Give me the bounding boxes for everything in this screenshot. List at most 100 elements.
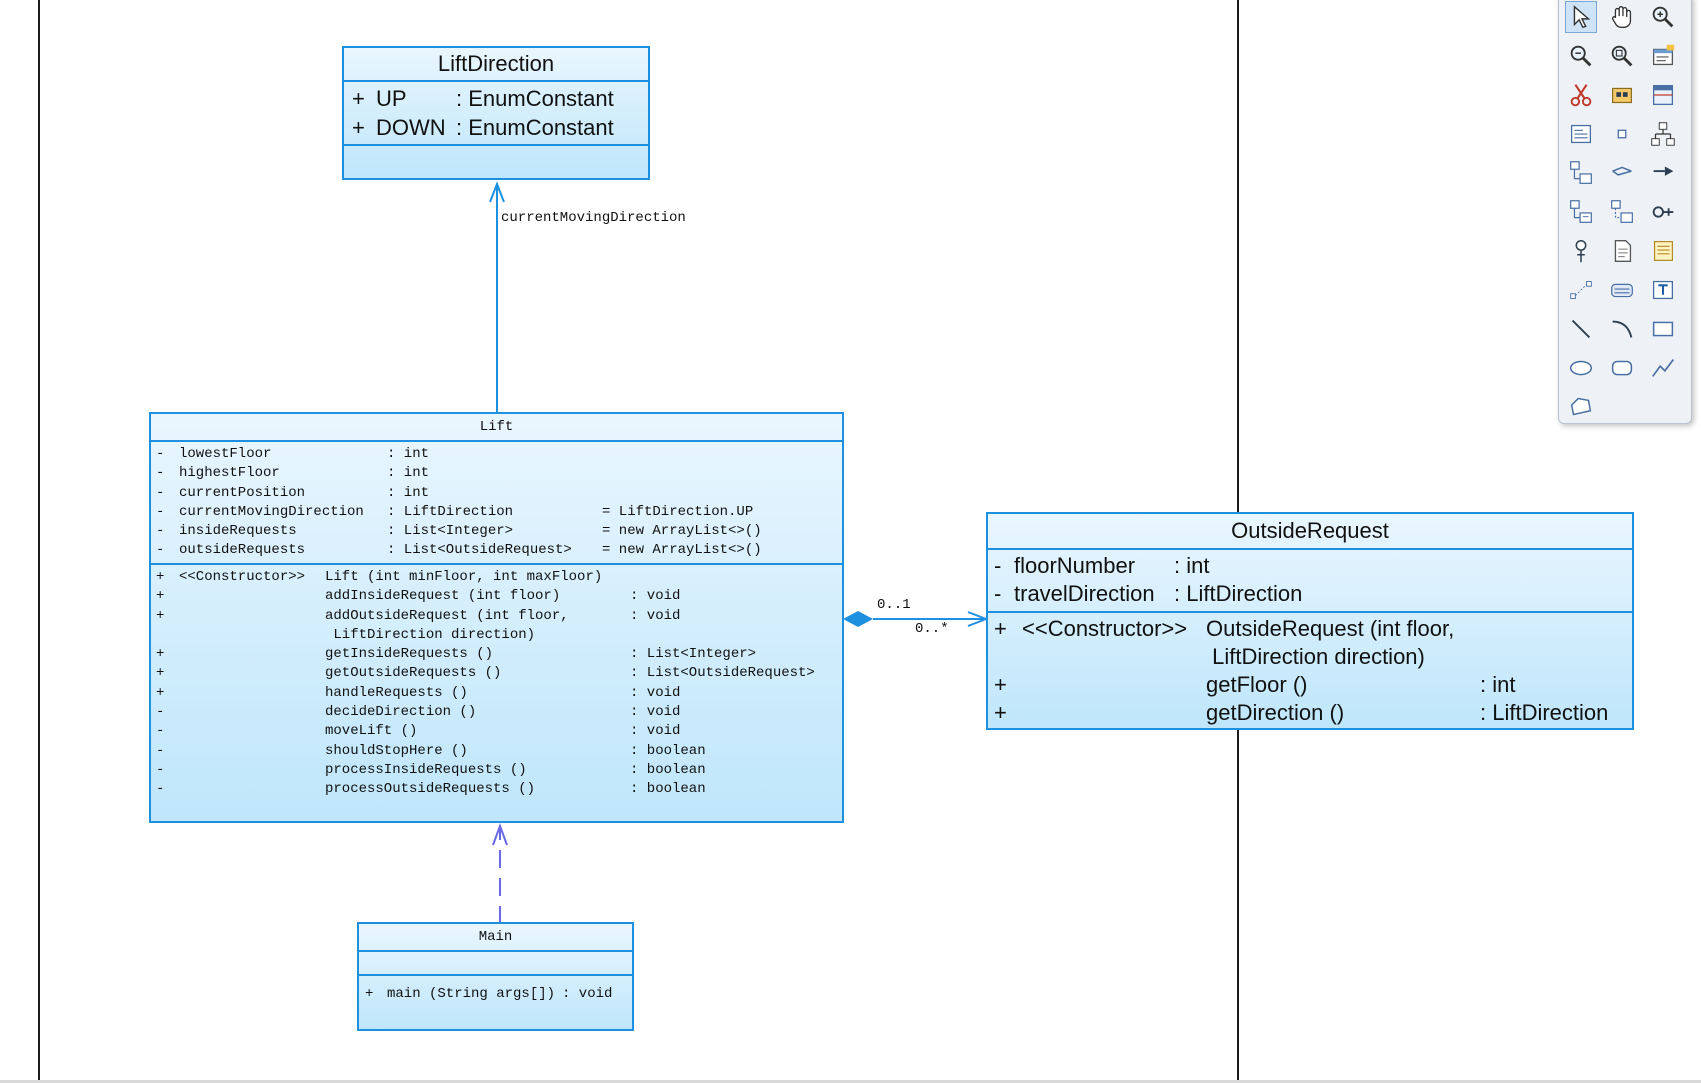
canvas-bottom-edge <box>0 1080 1701 1083</box>
visibility-marker: - <box>156 446 165 462</box>
properties-icon[interactable] <box>1647 40 1679 72</box>
attribute-name: lowestFloor <box>179 446 272 462</box>
visibility-marker: - <box>156 761 165 778</box>
visibility-marker: - <box>156 484 165 501</box>
attribute-compartment: +UP: EnumConstant+DOWN: EnumConstant <box>344 82 648 146</box>
direction-association-arrowhead <box>489 181 505 203</box>
attribute-row: -insideRequests: List<Integer>= new Arra… <box>151 522 842 541</box>
visibility-marker: + <box>994 672 1007 697</box>
directed-association-icon[interactable] <box>1647 157 1679 189</box>
tree-alt-icon[interactable] <box>1565 196 1597 228</box>
connector-icon[interactable] <box>1565 274 1597 306</box>
visibility-marker: + <box>365 986 374 1002</box>
operation-row: +addInsideRequest (int floor): void <box>151 587 842 606</box>
stereotype: <<Constructor>> <box>1022 616 1188 641</box>
pan-hand-icon[interactable] <box>1606 1 1638 33</box>
field-icon[interactable] <box>1606 274 1638 306</box>
pin-icon[interactable] <box>1565 235 1597 267</box>
request-end-multiplicity: 0..* <box>915 621 949 637</box>
operation-return-type: : List<Integer> <box>630 646 757 663</box>
line-icon[interactable] <box>1565 313 1597 345</box>
visibility-marker: - <box>156 465 165 482</box>
attribute-name: insideRequests <box>179 523 297 540</box>
visibility-marker: - <box>156 704 165 721</box>
cut-icon[interactable] <box>1565 79 1597 111</box>
attribute-row: -floorNumber: int <box>988 552 1632 580</box>
operation-row: -processOutsideRequests (): boolean <box>151 780 842 799</box>
operation-return-type: : void <box>630 607 681 624</box>
operation-row: +getOutsideRequests (): List<OutsideRequ… <box>151 664 842 683</box>
package-icon[interactable] <box>1606 79 1638 111</box>
operation-row: +<<Constructor>>OutsideRequest (int floo… <box>988 615 1632 643</box>
class-main[interactable]: Main +main (String args[]): void <box>357 922 634 1031</box>
tree-icon[interactable] <box>1565 157 1597 189</box>
operation-name: addOutsideRequest (int floor, <box>325 607 569 624</box>
polyline-icon[interactable] <box>1647 352 1679 384</box>
attribute-type: : int <box>387 446 430 462</box>
attribute-name: UP <box>376 86 407 111</box>
operation-compartment: +<<Constructor>>Lift (int minFloor, int … <box>151 565 842 800</box>
rectangle-icon[interactable] <box>1647 313 1679 345</box>
attribute-initial-value: = LiftDirection.UP <box>602 503 754 520</box>
object-icon[interactable] <box>1565 118 1597 150</box>
operation-row: LiftDirection direction) <box>988 643 1632 671</box>
operation-name: OutsideRequest (int floor, <box>1206 616 1455 641</box>
operation-name: getOutsideRequests () <box>325 665 502 682</box>
select-icon[interactable] <box>1565 1 1597 33</box>
attribute-compartment <box>359 952 632 976</box>
class-title: OutsideRequest <box>988 514 1632 550</box>
visibility-marker: - <box>156 503 165 520</box>
visibility-marker: + <box>156 588 165 605</box>
hierarchy-icon[interactable] <box>1647 118 1679 150</box>
visibility-marker: + <box>352 115 365 140</box>
left-frame-line <box>38 0 40 1080</box>
operation-name: decideDirection () <box>325 704 477 721</box>
small-square-icon[interactable] <box>1606 118 1638 150</box>
attribute-name: outsideRequests <box>179 542 306 559</box>
zoom-fit-icon[interactable] <box>1606 40 1638 72</box>
class-outsiderequest[interactable]: OutsideRequest -floorNumber: int-travelD… <box>986 512 1634 730</box>
operation-row: + getFloor () : int <box>988 671 1632 699</box>
class-icon[interactable] <box>1647 79 1679 111</box>
document-icon[interactable] <box>1606 235 1638 267</box>
attribute-type: : int <box>387 465 430 482</box>
lift-end-multiplicity: 0..1 <box>877 597 911 613</box>
tree-alt2-icon[interactable] <box>1606 196 1638 228</box>
zoom-out-icon[interactable] <box>1565 40 1597 72</box>
attribute-row: -currentPosition: int <box>151 484 842 503</box>
association-icon[interactable] <box>1606 157 1638 189</box>
operation-return-type: : void <box>630 684 681 701</box>
attribute-row: -highestFloor: int <box>151 464 842 483</box>
ellipse-icon[interactable] <box>1565 352 1597 384</box>
visibility-marker: - <box>994 553 1002 578</box>
class-liftdirection[interactable]: LiftDirection +UP: EnumConstant+DOWN: En… <box>342 46 650 180</box>
operation-name: processOutsideRequests () <box>325 781 536 798</box>
visibility-marker: + <box>156 646 165 663</box>
class-title: Lift <box>151 414 842 442</box>
visibility-marker: - <box>156 542 165 559</box>
zoom-in-icon[interactable] <box>1647 1 1679 33</box>
visibility-marker: - <box>994 581 1002 606</box>
link-icon[interactable] <box>1647 196 1679 228</box>
attribute-row: -outsideRequests: List<OutsideRequest>= … <box>151 541 842 560</box>
operation-name: main (String args[]) <box>387 986 556 1002</box>
operation-row: + addOutsideRequest (int floor, : void <box>151 607 842 626</box>
operation-row: +handleRequests (): void <box>151 684 842 703</box>
operation-name: getInsideRequests () <box>325 646 494 663</box>
visibility-marker: + <box>156 607 165 624</box>
operation-return-type: : void <box>630 704 681 721</box>
polygon-icon[interactable] <box>1565 391 1597 423</box>
attribute-compartment: -floorNumber: int-travelDirection: LiftD… <box>988 550 1632 613</box>
rounded-rect-icon[interactable] <box>1606 352 1638 384</box>
class-lift[interactable]: Lift -lowestFloor: int-highestFloor: int… <box>149 412 844 823</box>
operation-name: getFloor () <box>1206 672 1308 697</box>
direction-role-label: currentMovingDirection <box>501 210 686 226</box>
text-icon[interactable] <box>1647 274 1679 306</box>
operation-row: -moveLift (): void <box>151 722 842 741</box>
note-icon[interactable] <box>1647 235 1679 267</box>
operation-return-type: : List<OutsideRequest> <box>630 665 815 682</box>
arc-icon[interactable] <box>1606 313 1638 345</box>
operation-return-type: : int <box>1480 672 1516 697</box>
attribute-type: : int <box>387 484 430 501</box>
